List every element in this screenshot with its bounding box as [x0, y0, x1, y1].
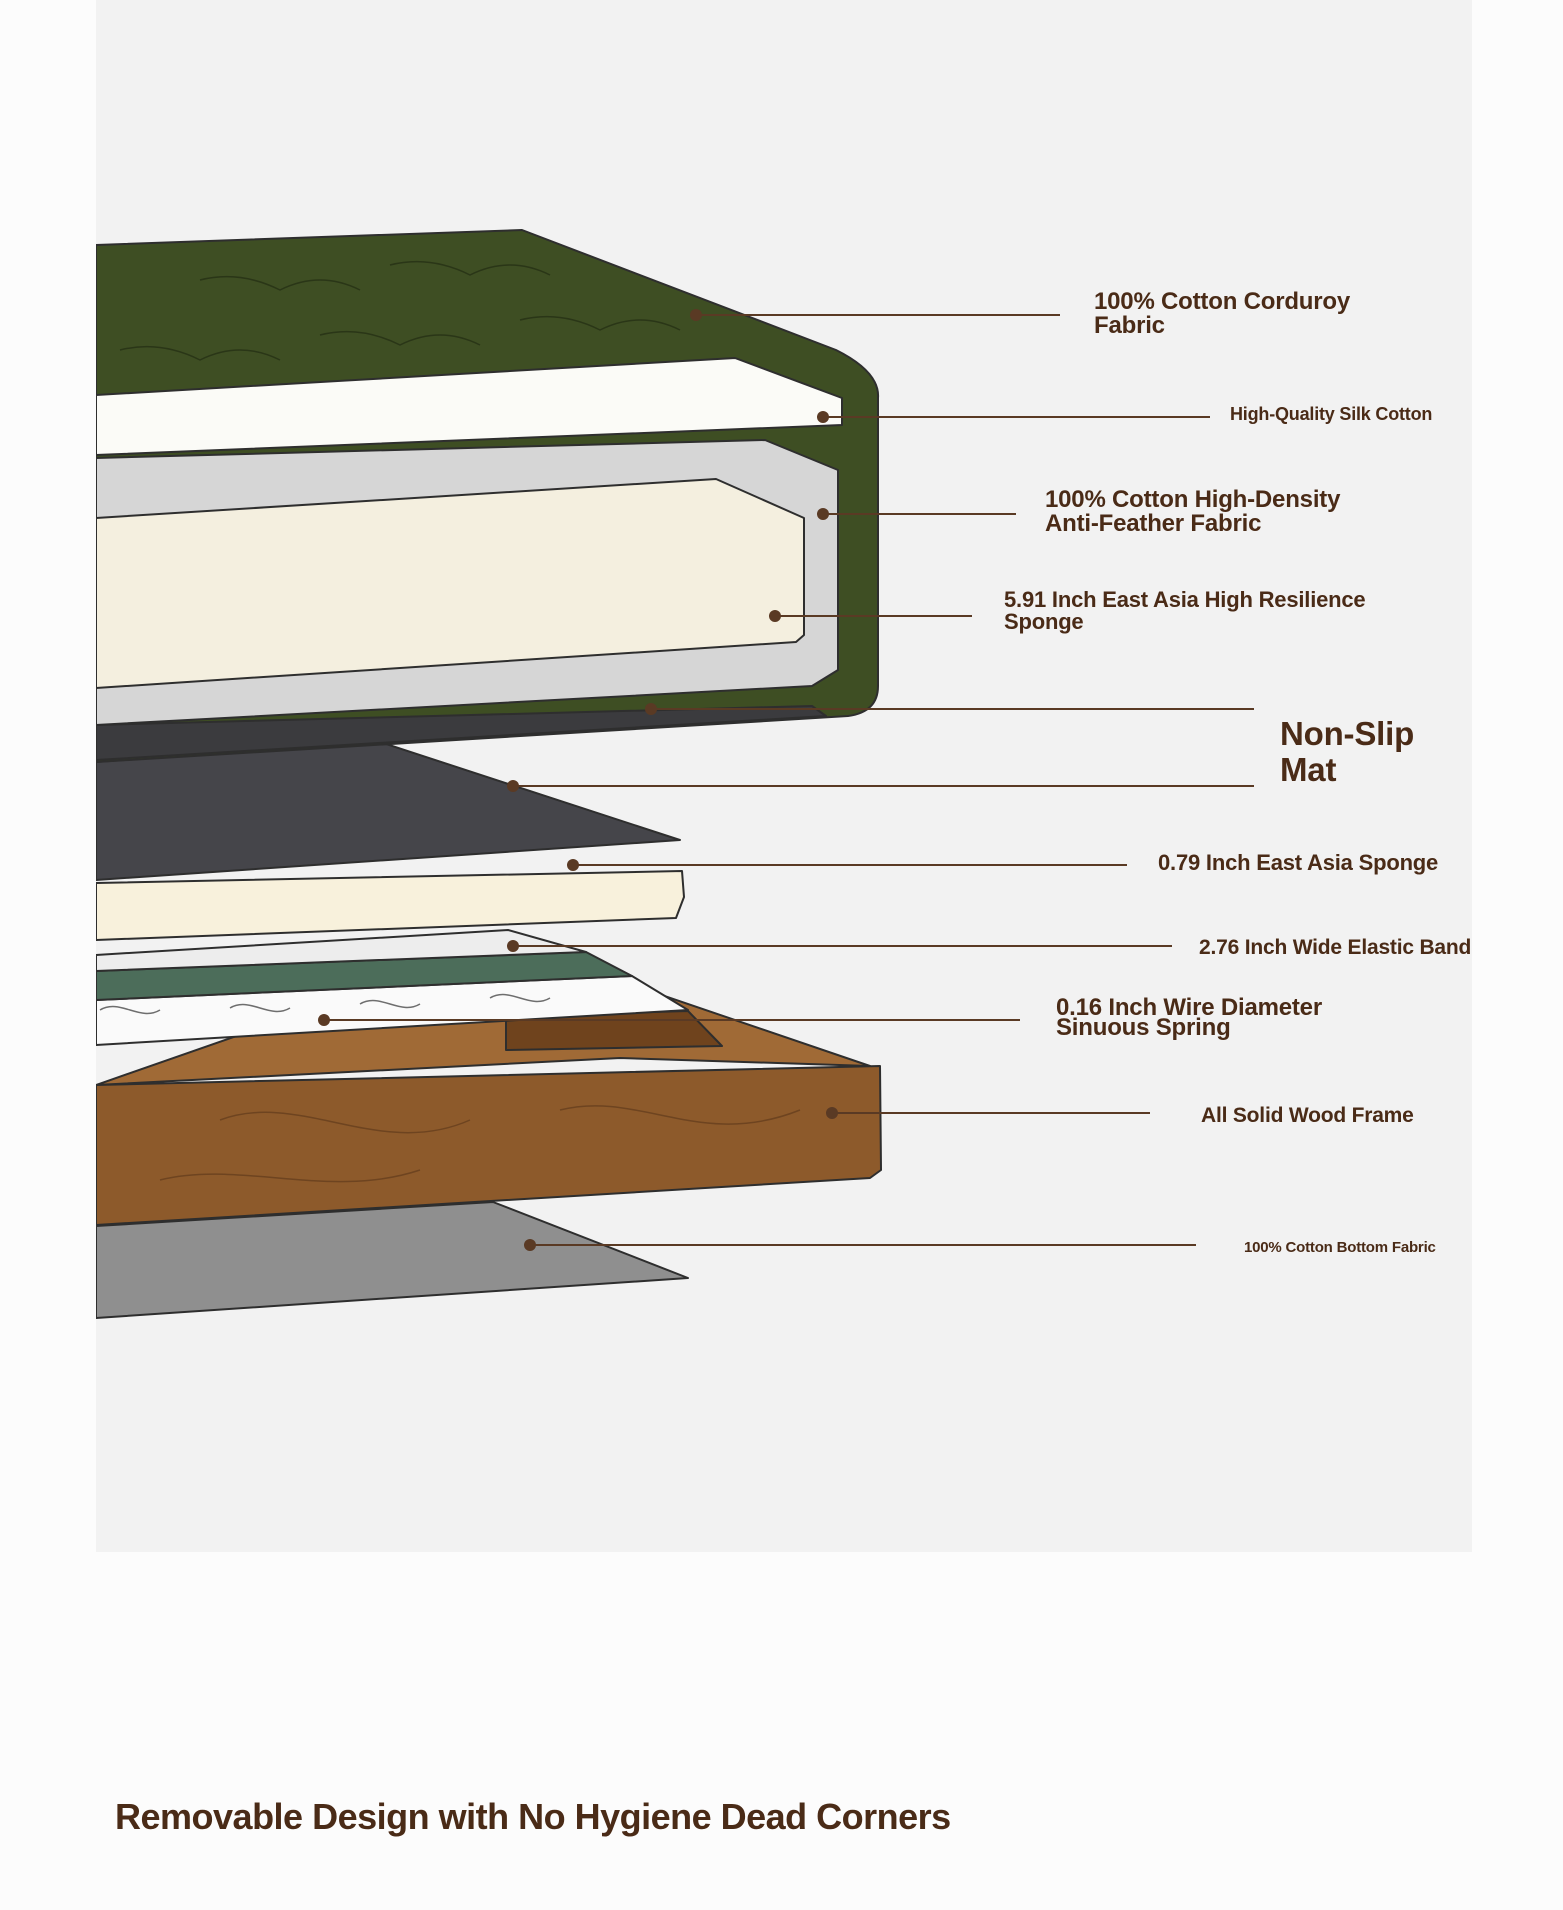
non-slip-mat-layer: [96, 741, 681, 881]
leader-dot-spring: [318, 1014, 330, 1026]
leader-dot-non-slip-lower: [507, 780, 519, 792]
wood-grain: [159, 1105, 801, 1183]
silk-cotton-layer: [96, 357, 843, 456]
bottom-fabric-layer: [96, 1201, 689, 1319]
wood-frame-body: [96, 1065, 882, 1226]
leader-dot-elastic: [507, 940, 519, 952]
leader-dot-silk: [817, 411, 829, 423]
mattress-bottom-band: [96, 705, 827, 761]
hr-sponge-layer: [96, 478, 805, 689]
thin-sponge-layer: [96, 870, 685, 941]
label-thin-sponge: 0.79 Inch East Asia Sponge: [1158, 850, 1439, 875]
label-elastic-band: 2.76 Inch Wide Elastic Band: [1199, 936, 1472, 959]
leader-dot-non-slip-upper: [645, 703, 657, 715]
label-bottom-fabric: 100% Cotton Bottom Fabric: [1244, 1239, 1436, 1256]
leader-dot-anti-feather: [817, 508, 829, 520]
leader-dot-corduroy: [690, 309, 702, 321]
leader-dot-hr-sponge: [769, 610, 781, 622]
corduroy-tufts: [119, 260, 681, 361]
leader-dot-bottom: [524, 1239, 536, 1251]
leader-dot-thin-sponge: [567, 859, 579, 871]
elastic-band-top: [96, 929, 587, 972]
leader-dot-wood: [826, 1107, 838, 1119]
label-wood-frame: All Solid Wood Frame: [1201, 1104, 1414, 1127]
label-silk-cotton: High-Quality Silk Cotton: [1230, 404, 1433, 424]
sinuous-spring-wires: [99, 993, 551, 1015]
section-heading: Removable Design with No Hygiene Dead Co…: [115, 1796, 951, 1837]
